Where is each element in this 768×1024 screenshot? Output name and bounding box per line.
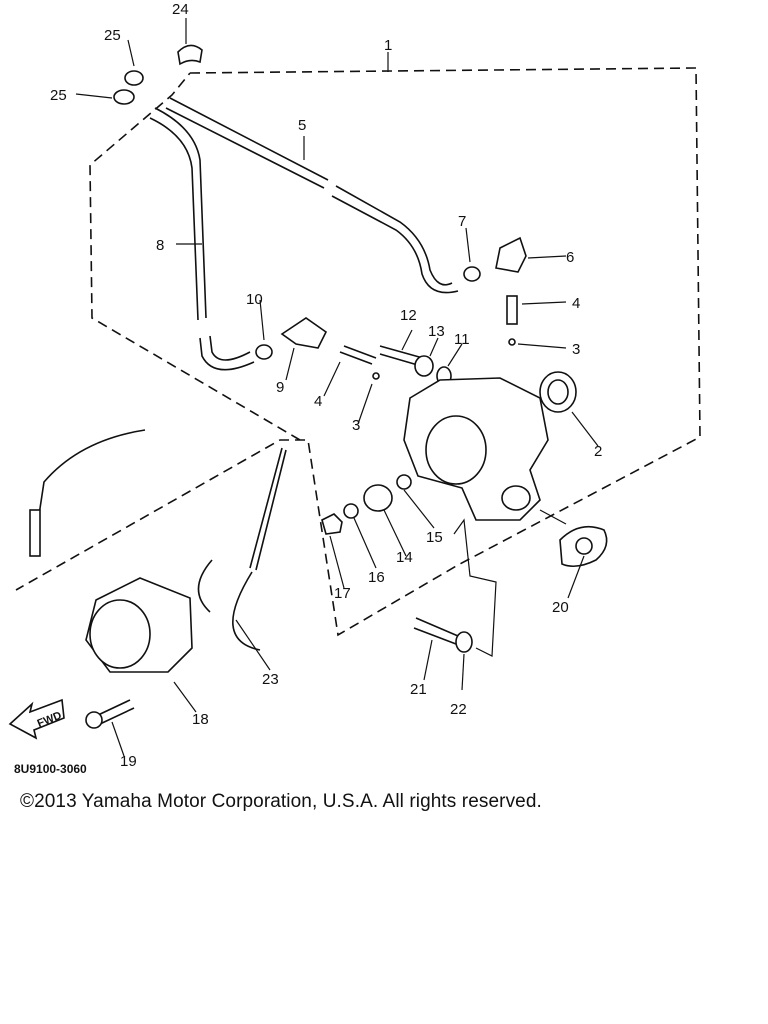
callout-15: 15 <box>426 529 443 546</box>
callout-10: 10 <box>246 291 263 308</box>
callout-3b: 3 <box>352 417 360 434</box>
callout-9: 9 <box>276 379 284 396</box>
callout-2: 2 <box>594 443 602 460</box>
callout-labels: 1 2 3 3 4 4 5 6 7 8 9 10 11 12 13 14 15 … <box>50 1 602 770</box>
callout-4b: 4 <box>314 393 322 410</box>
hose-part-8 <box>149 107 255 371</box>
copyright-notice: ©2013 Yamaha Motor Corporation, U.S.A. A… <box>20 791 542 812</box>
callout-21: 21 <box>410 681 427 698</box>
callout-8: 8 <box>156 237 164 254</box>
fwd-arrow-icon: FWD <box>8 698 65 740</box>
callout-16: 16 <box>368 569 385 586</box>
callout-22: 22 <box>450 701 467 718</box>
callout-6: 6 <box>566 249 574 266</box>
fittings <box>29 44 608 729</box>
callout-1: 1 <box>384 37 392 54</box>
callout-18: 18 <box>192 711 209 728</box>
callout-7: 7 <box>458 213 466 230</box>
callout-25b: 25 <box>50 87 67 104</box>
callout-23: 23 <box>262 671 279 688</box>
callout-11: 11 <box>454 331 470 348</box>
callout-25a: 25 <box>104 27 121 44</box>
drawing-code: 8U9100-3060 <box>14 762 87 776</box>
callout-17: 17 <box>334 585 351 602</box>
assembly-boundary <box>15 67 701 637</box>
callout-14: 14 <box>396 549 413 566</box>
callout-13: 13 <box>428 323 445 340</box>
callout-24: 24 <box>172 1 189 18</box>
callout-12: 12 <box>400 307 417 324</box>
callout-19: 19 <box>120 753 137 770</box>
leader-lines <box>75 18 599 757</box>
callout-4a: 4 <box>572 295 580 312</box>
callout-5: 5 <box>298 117 306 134</box>
hose-part-5 <box>165 97 459 294</box>
callout-3a: 3 <box>572 341 580 358</box>
callout-20: 20 <box>552 599 569 616</box>
